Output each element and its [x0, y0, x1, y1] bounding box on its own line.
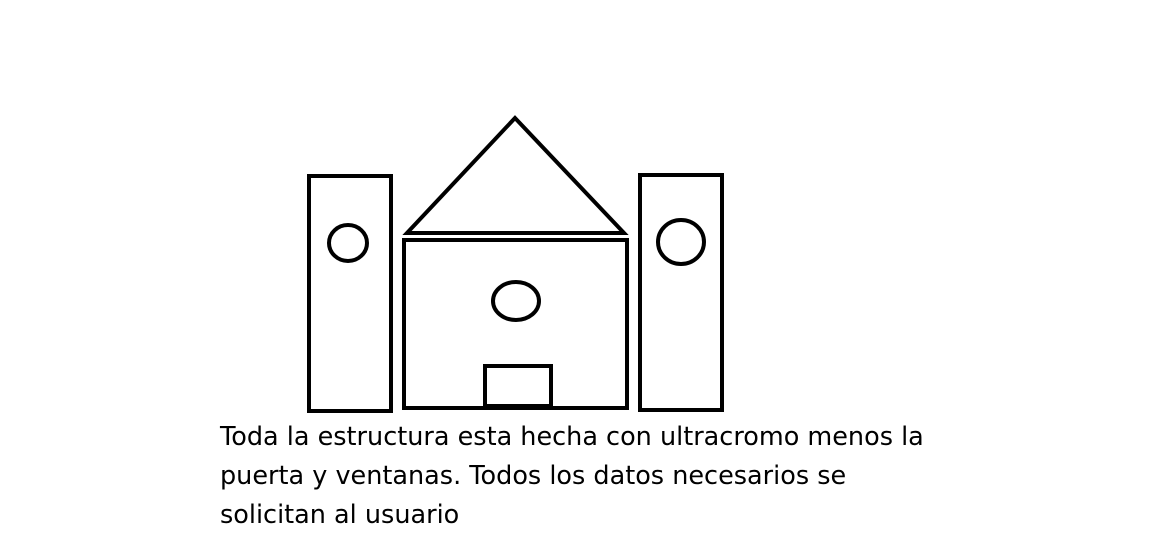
roof-triangle [402, 115, 629, 235]
description-line-3: solicitan al usuario [220, 500, 460, 530]
main-window [491, 280, 541, 322]
description-text: Toda la estructura esta hecha con ultrac… [220, 418, 980, 535]
left-tower-window [327, 223, 369, 263]
left-tower [307, 174, 393, 413]
right-tower-window [656, 218, 706, 266]
description-line-2: puerta y ventanas. Todos los datos neces… [220, 461, 847, 491]
main-building [402, 238, 629, 410]
description-line-1: Toda la estructura esta hecha con ultrac… [220, 422, 924, 452]
right-tower [638, 173, 724, 412]
door [483, 364, 553, 408]
